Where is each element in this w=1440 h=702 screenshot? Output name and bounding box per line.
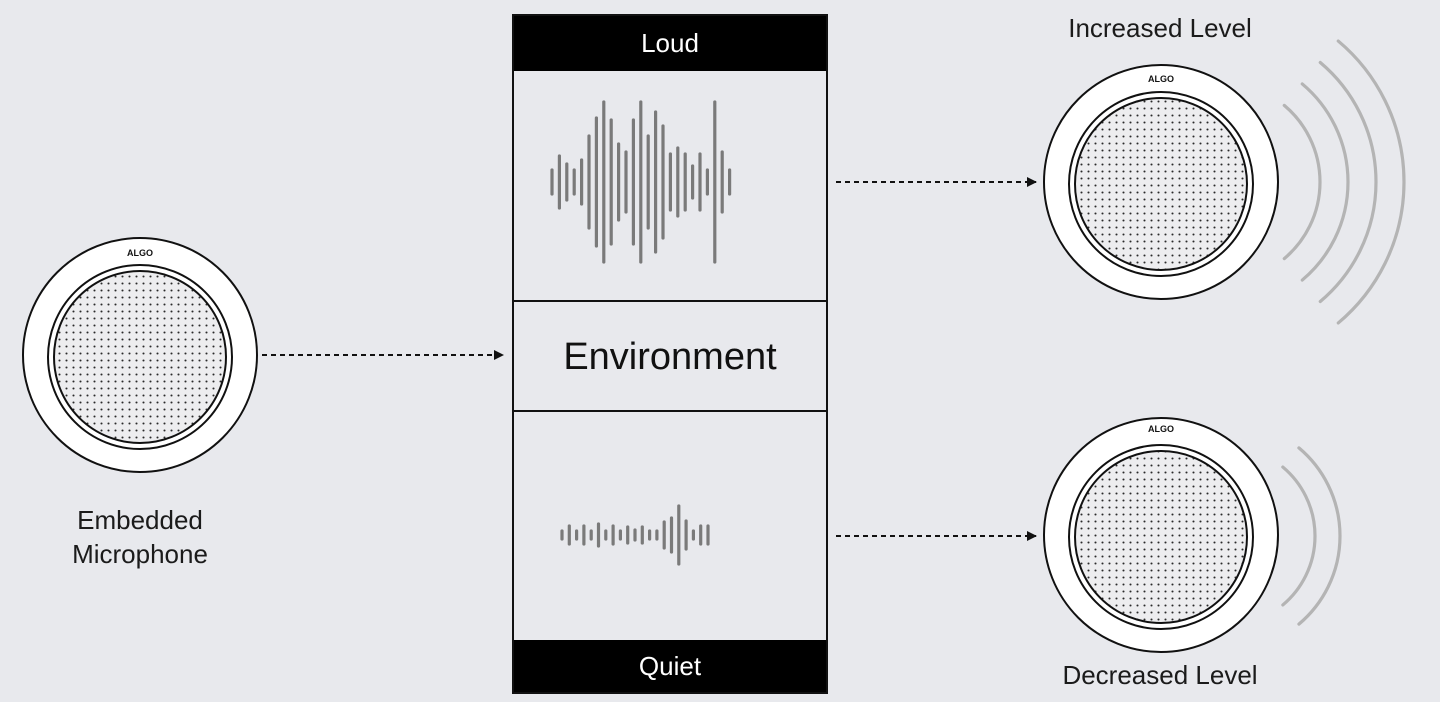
increased-level-label: Increased Level: [1068, 13, 1252, 43]
decreased-level-label: Decreased Level: [1062, 660, 1258, 690]
speaker-decreased: ALGO: [1043, 417, 1279, 653]
sound-waves-decreased: [1281, 446, 1342, 626]
speaker-increased-brand: ALGO: [1148, 74, 1174, 84]
speaker-decreased-brand: ALGO: [1148, 424, 1174, 434]
microphone-label: Embedded Microphone: [72, 505, 208, 569]
sound-wave-arc: [1318, 60, 1378, 304]
divider-top: [514, 300, 826, 302]
environment-panel: Loud Environment Quiet: [512, 14, 828, 694]
sound-waves-increased: [1282, 39, 1406, 325]
sound-wave-arc: [1336, 39, 1406, 325]
quiet-label: Quiet: [638, 650, 702, 681]
environment-center: Environment: [514, 302, 826, 412]
microphone-device: ALGO: [22, 237, 258, 473]
speaker-increased: ALGO: [1043, 64, 1279, 300]
divider-bottom: [514, 410, 826, 412]
loud-band: Loud: [514, 16, 826, 71]
sound-wave-arc: [1282, 103, 1322, 261]
quiet-waveform: [560, 504, 710, 566]
sound-wave-arc: [1297, 446, 1342, 626]
sound-wave-arc: [1281, 465, 1317, 607]
sound-wave-arc: [1300, 82, 1350, 282]
loud-waveform: [550, 100, 732, 264]
quiet-band: Quiet: [514, 640, 826, 692]
loud-label: Loud: [641, 28, 699, 58]
environment-label: Environment: [563, 335, 777, 378]
microphone-brand: ALGO: [127, 248, 153, 258]
